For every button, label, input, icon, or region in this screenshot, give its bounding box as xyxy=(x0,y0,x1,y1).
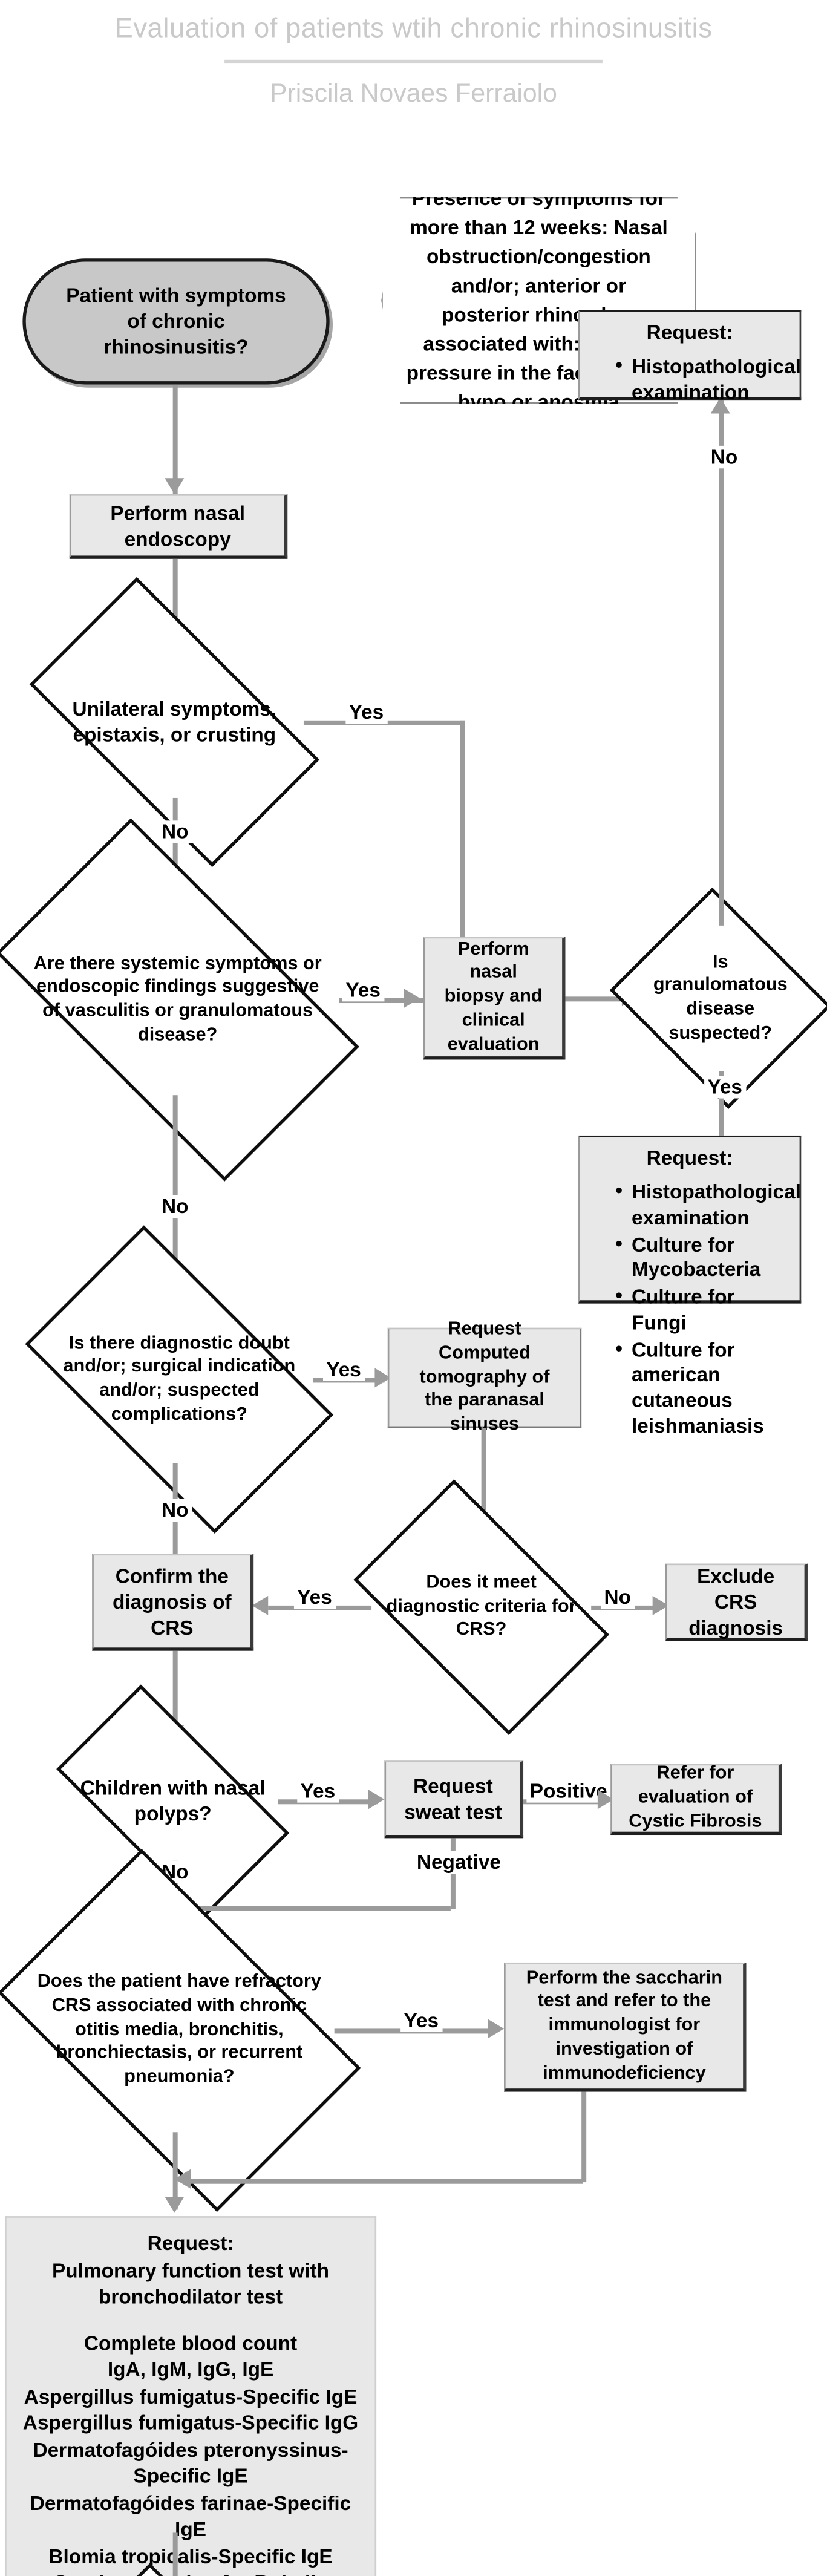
edge-label-systemic-no: No xyxy=(158,1195,192,1218)
node-request-histopathology[interactable]: Request: Histopathological examination xyxy=(578,310,802,404)
lab-panel-item: IgA, IgM, IgG, IgE xyxy=(107,2358,274,2381)
edge-label-criteria-yes: Yes xyxy=(293,1586,336,1609)
node-request-ct[interactable]: Request Computed tomography of the paran… xyxy=(387,1320,582,1434)
edge-label-unilateral-no: No xyxy=(158,820,192,843)
node-refer-cystic-fibrosis-label: Refer for evaluation of Cystic Fibrosis xyxy=(629,1764,762,1832)
edge-label-doubt-yes: Yes xyxy=(322,1358,365,1381)
edge-unilateral-no xyxy=(172,797,178,901)
edge-systemic-yes-h xyxy=(339,998,462,1004)
edge-granulomatous-yes xyxy=(719,1071,724,1136)
edge-biopsy-granulomatous xyxy=(565,996,630,1002)
lab-panel-heading-1: Request: xyxy=(147,2232,234,2255)
request-cultures-list: Histopathological examination Culture fo… xyxy=(593,1179,801,1440)
lab-panel-item: Blomia tropicalis-Specific IgE xyxy=(48,2545,333,2568)
node-saccharin-test-label: Perform the saccharin test and refer to … xyxy=(526,1968,723,2084)
node-exclude-crs[interactable]: Exclude CRS diagnosis xyxy=(665,1563,808,1641)
edge-label-doubt-no: No xyxy=(158,1499,192,1522)
edge-label-granulomatous-no: No xyxy=(707,445,741,469)
node-start[interactable]: Patient with symptoms of chronic rhinosi… xyxy=(22,258,330,385)
node-decision-children-polyps-label: Children with nasal polyps? xyxy=(80,1776,266,1826)
node-decision-systemic[interactable]: Are there systemic symptoms or endoscopi… xyxy=(0,818,359,1182)
edge-label-children-yes: Yes xyxy=(297,1780,339,1803)
request-histopathology-list: Histopathological examination xyxy=(593,354,801,406)
edge-unilateral-yes-v xyxy=(460,720,465,986)
list-item: Histopathological examination xyxy=(615,1179,801,1232)
request-cultures-heading: Request: xyxy=(646,1146,733,1170)
node-decision-diagnostic-doubt-label: Is there diagnostic doubt and/or; surgic… xyxy=(63,1333,296,1425)
node-decision-systemic-label: Are there systemic symptoms or endoscopi… xyxy=(33,953,322,1045)
edge-children-yes-arrow xyxy=(368,1790,385,1809)
edge-refractory-yes-arrow xyxy=(488,2019,505,2039)
lab-panel-heading-2: Pulmonary function test with bronchodila… xyxy=(52,2258,330,2309)
lab-panel-item: Complete blood count xyxy=(83,2332,298,2355)
node-confirm-crs[interactable]: Confirm the diagnosis of CRS xyxy=(92,1554,254,1651)
node-request-cultures[interactable]: Request: Histopathological examination C… xyxy=(578,1135,802,1437)
title-divider xyxy=(224,59,603,64)
note-symptom-criteria: Presence of symptoms for more than 12 we… xyxy=(381,197,696,404)
node-request-ct-label: Request Computed tomography of the paran… xyxy=(419,1319,550,1435)
edge-granulomatous-no xyxy=(719,400,724,926)
node-refer-cystic-fibrosis[interactable]: Refer for evaluation of Cystic Fibrosis xyxy=(610,1764,782,1836)
list-item: Culture for Fungi xyxy=(615,1284,786,1336)
edge-confirm-children xyxy=(172,1650,178,1738)
node-nasal-biopsy[interactable]: Perform nasal biopsy and clinical evalua… xyxy=(423,937,566,1060)
node-decision-unilateral-label: Unilateral symptoms, epistaxis, or crust… xyxy=(72,698,277,747)
edge-label-criteria-no: No xyxy=(601,1586,635,1609)
edge-doubt-no xyxy=(172,1463,178,1603)
edge-label-sweat-positive: Positive xyxy=(526,1780,611,1803)
node-request-sweat-test[interactable]: Request sweat test xyxy=(384,1760,524,1839)
node-decision-unilateral[interactable]: Unilateral symptoms, epistaxis, or crust… xyxy=(29,577,320,868)
node-decision-refractory-crs-label: Does the patient have refractory CRS ass… xyxy=(37,1972,321,2087)
edge-start-endoscopy xyxy=(172,384,178,494)
edge-sweat-negative-h xyxy=(191,1906,451,1911)
edge-endoscopy-unilateral xyxy=(172,558,178,643)
edge-label-systemic-yes: Yes xyxy=(342,978,384,1002)
node-decision-crs-criteria-label: Does it meet diagnostic criteria for CRS… xyxy=(386,1573,577,1640)
edge-saccharin-h xyxy=(191,2179,583,2184)
node-saccharin-test[interactable]: Perform the saccharin test and refer to … xyxy=(504,1962,747,2092)
edge-label-unilateral-yes: Yes xyxy=(345,701,387,724)
edge-systemic-no xyxy=(172,1095,178,1292)
node-nasal-endoscopy[interactable]: Perform nasal endoscopy xyxy=(69,494,288,559)
node-decision-granulomatous-label: Is granulomatous disease suspected? xyxy=(653,952,788,1044)
edge-refractory-no xyxy=(172,2132,178,2210)
page-title: Evaluation of patients wtih chronic rhin… xyxy=(114,13,713,44)
node-nasal-biopsy-label: Perform nasal biopsy and clinical evalua… xyxy=(444,940,543,1054)
edge-refractory-no-arrow xyxy=(165,2197,185,2213)
lab-panel-item: Serology Testing for Rubella xyxy=(22,2570,358,2576)
node-exclude-crs-label: Exclude CRS diagnosis xyxy=(688,1564,783,1639)
lab-panel-item: Aspergillus fumigatus-Specific IgE xyxy=(24,2385,358,2408)
node-decision-granulomatous[interactable]: Is granulomatous disease suspected? xyxy=(609,887,827,1110)
edge-label-granulomatous-yes: Yes xyxy=(704,1076,746,1099)
request-histopathology-heading: Request: xyxy=(646,321,733,344)
lab-panel-spacer xyxy=(22,2310,358,2330)
node-nasal-endoscopy-label: Perform nasal endoscopy xyxy=(110,502,245,551)
edge-criteria-yes-arrow xyxy=(252,1595,269,1615)
edge-ct-criteria xyxy=(481,1428,486,1532)
edge-sweat-negative-v xyxy=(450,1838,456,1909)
edge-panel-ige xyxy=(172,2532,178,2576)
lab-panel-item: Dermatofagóides pteronyssinus-Specific I… xyxy=(33,2438,348,2488)
edge-label-sweat-negative: Negative xyxy=(413,1851,505,1874)
edge-into-biopsy-arrow xyxy=(404,988,420,1008)
node-request-sweat-test-label: Request sweat test xyxy=(404,1774,502,1823)
node-start-label: Patient with symptoms of chronic rhinosi… xyxy=(66,284,286,359)
node-decision-children-polyps[interactable]: Children with nasal polyps? xyxy=(56,1684,290,1918)
page-author: Priscila Novaes Ferraiolo xyxy=(270,80,557,108)
edge-saccharin-v xyxy=(581,2091,587,2183)
edge-label-refractory-yes: Yes xyxy=(400,2009,442,2032)
node-decision-refractory-crs[interactable]: Does the patient have refractory CRS ass… xyxy=(0,1848,361,2212)
list-item: Culture for american cutaneous leishmani… xyxy=(615,1336,786,1440)
node-confirm-crs-label: Confirm the diagnosis of CRS xyxy=(113,1564,232,1639)
node-decision-diagnostic-doubt[interactable]: Is there diagnostic doubt and/or; surgic… xyxy=(25,1225,334,1534)
lab-panel-item: Dermatofagóides farinae-Specific IgE xyxy=(30,2491,351,2541)
list-item: Histopathological examination xyxy=(615,354,801,406)
node-lab-request-panel[interactable]: Request: Pulmonary function test with br… xyxy=(5,2216,377,2576)
edge-start-endoscopy-arrow xyxy=(165,478,185,494)
list-item: Culture for Mycobacteria xyxy=(615,1232,786,1284)
lab-panel-item: Aspergillus fumigatus-Specific IgG xyxy=(22,2411,359,2434)
node-decision-crs-criteria[interactable]: Does it meet diagnostic criteria for CRS… xyxy=(353,1479,610,1736)
